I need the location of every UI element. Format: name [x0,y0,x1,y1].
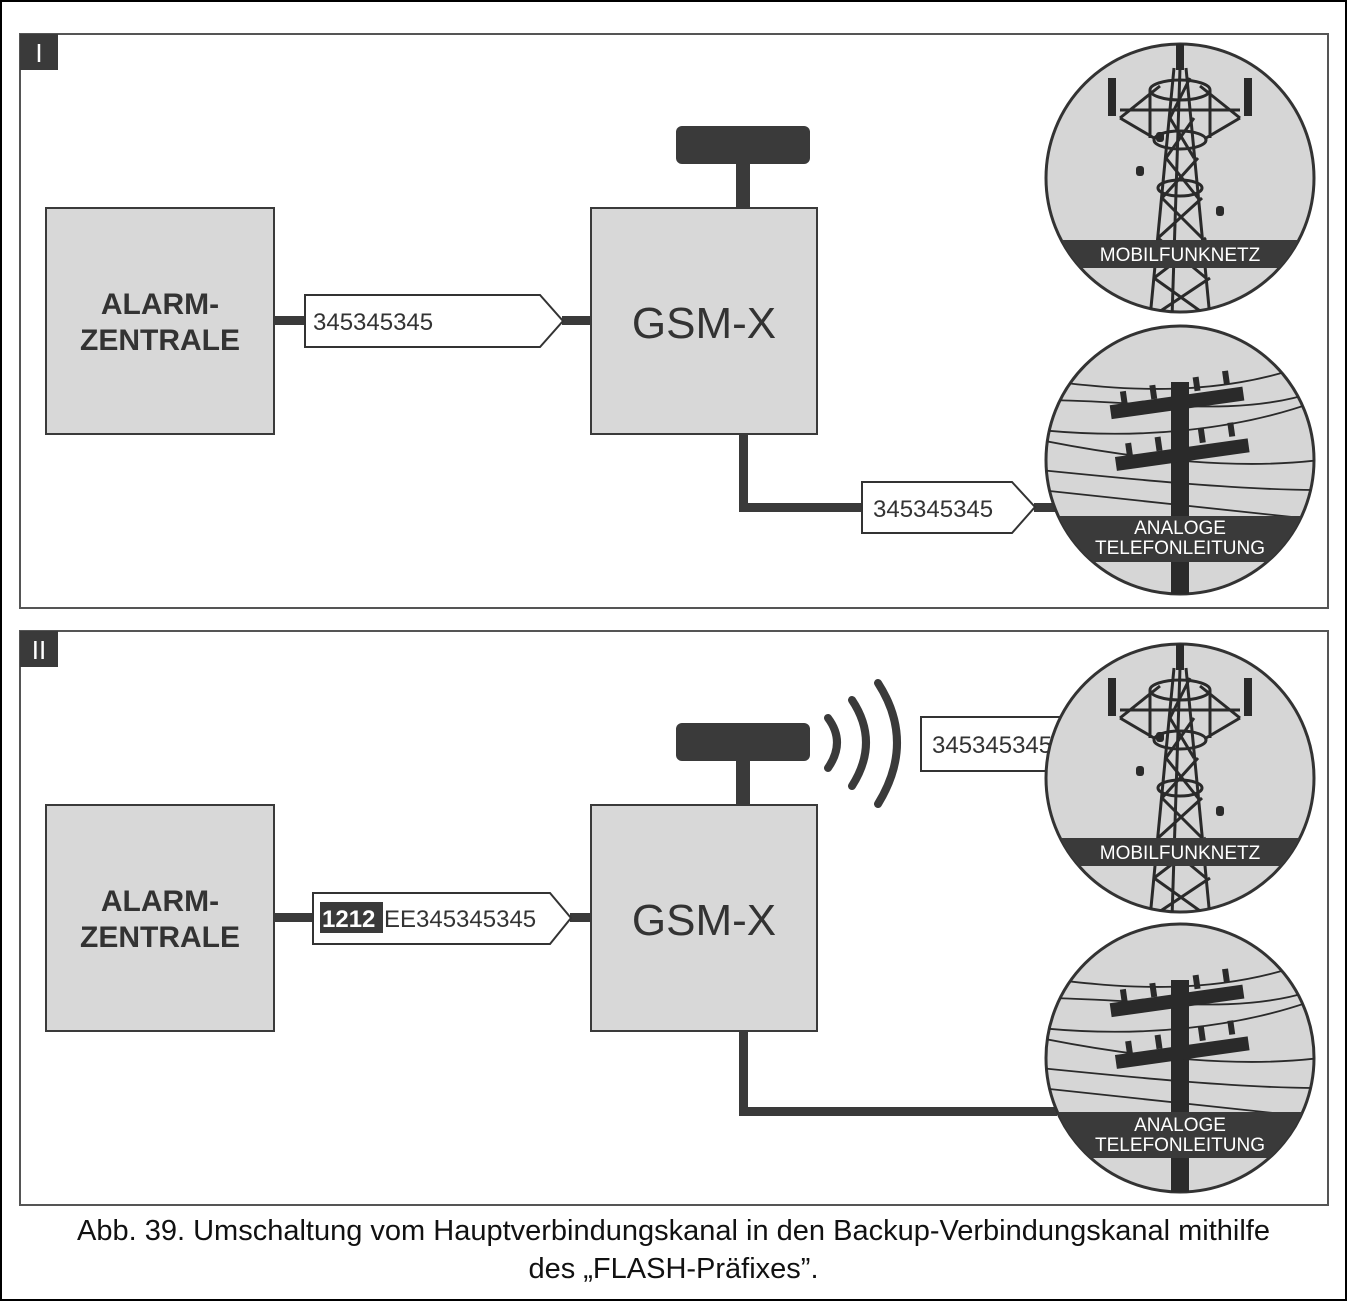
connector-gsm-line-2 [739,1107,1057,1116]
antenna-icon [676,126,810,164]
panel-one-label: I [35,38,42,68]
mobile-network-label-2: MOBILFUNKNETZ [1100,843,1261,864]
alarm-panel-box-2 [45,804,275,1032]
mobile-network-tower-icon [1044,42,1316,314]
number-tag-gsm-mobile-text: 345345345 [932,732,1052,759]
gsm-module-box [590,207,818,435]
antenna-icon-2 [676,723,810,761]
connector-alarm-tag [274,316,306,325]
figure-caption-line1: Abb. 39. Umschaltung vom Hauptverbindung… [77,1215,1270,1247]
connector-gsm-down-2 [739,1032,748,1116]
number-tag-prefixed-rest: EE345345345 [384,906,536,933]
number-tag-alarm-gsm-text: 345345345 [313,309,433,336]
panel-two-badge [20,631,58,667]
figure-caption-line2: des „FLASH-Präfixes”. [528,1253,819,1285]
connector-gsm-down [739,434,748,512]
connector-tag-line [1034,503,1058,512]
mobile-network-label: MOBILFUNKNETZ [1100,245,1261,266]
alarm-panel-label-line1-2: ALARM- [101,885,219,918]
flash-prefix-highlight [320,902,383,933]
figure-caption: Abb. 39. Umschaltung vom Hauptverbindung… [10,1212,1337,1288]
mobile-network-tower-icon-2 [1044,642,1316,914]
alarm-panel-label-line2: ZENTRALE [80,324,240,357]
phone-line-label-line2: TELEFONLEITUNG [1095,538,1265,559]
alarm-panel-label-line1: ALARM- [101,288,219,321]
alarm-panel-label-line2-2: ZENTRALE [80,921,240,954]
antenna-mast [736,160,750,210]
phone-line-label-line1: ANALOGE [1134,518,1226,539]
panel-one: I ALARM- ZENTRALE 345345345 GSM-X 345345… [19,33,1329,609]
flash-prefix-text: 1212 [322,906,375,933]
gsm-module-label: GSM-X [632,299,776,348]
connector-tag-gsm-2 [570,913,592,922]
phone-line-pole-icon-2 [1044,922,1316,1194]
connector-alarm-tag-2 [274,913,314,922]
panel-one-badge [20,34,58,70]
panel-two-label: II [32,635,46,665]
radio-waves-icon [824,679,901,808]
connector-tag-gsm [562,316,592,325]
phone-line-pole-icon [1044,324,1316,596]
phone-line-label-line1-2: ANALOGE [1134,1115,1226,1136]
alarm-panel-box [45,207,275,435]
number-tag-gsm-line-text: 345345345 [873,496,993,523]
connector-gsm-right [739,503,863,512]
gsm-module-label-2: GSM-X [632,896,776,945]
number-tag-gsm-line [861,481,1037,534]
diagram: I ALARM- ZENTRALE 345345345 GSM-X 345345… [19,33,1329,1206]
panel-two: II ALARM- ZENTRALE 1212 EE345345345 GSM-… [19,630,1329,1206]
gsm-module-box-2 [590,804,818,1032]
antenna-mast-2 [736,757,750,807]
number-tag-alarm-gsm [304,294,565,348]
phone-line-label-line2-2: TELEFONLEITUNG [1095,1135,1265,1156]
